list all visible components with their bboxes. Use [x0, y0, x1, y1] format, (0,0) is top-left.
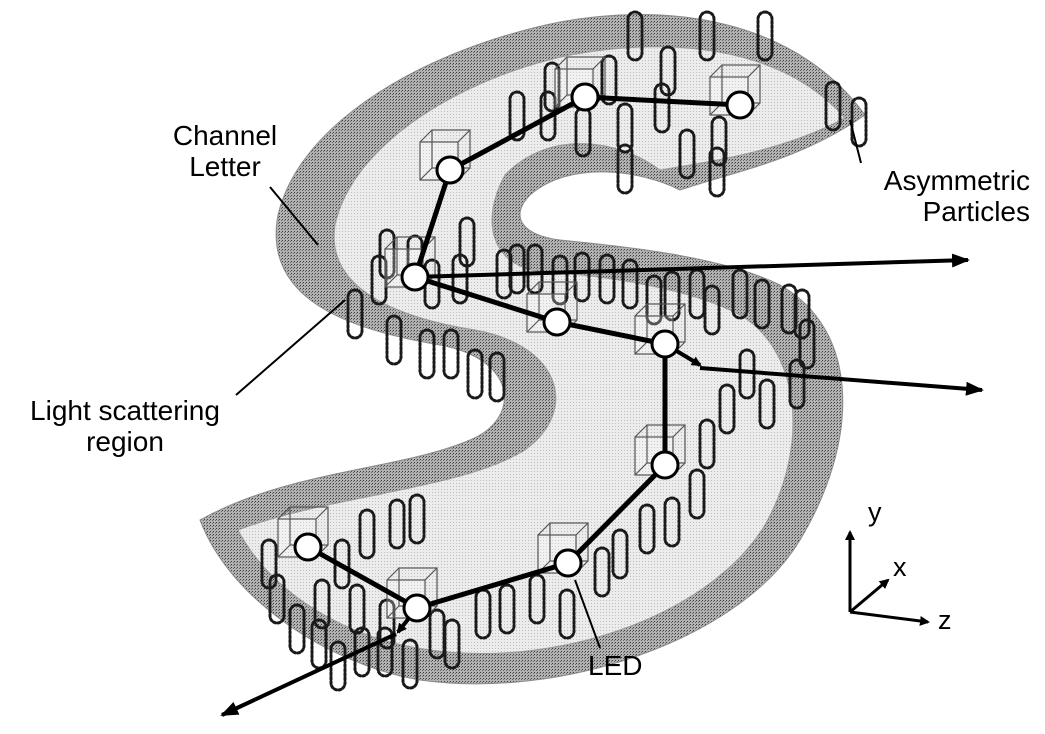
particle — [731, 268, 749, 320]
particle — [621, 258, 639, 310]
axis-label-z: z — [938, 605, 952, 635]
particle — [626, 10, 644, 62]
particle — [558, 588, 576, 640]
particle — [388, 498, 406, 550]
particle — [663, 496, 681, 548]
light-path — [306, 94, 741, 611]
particle — [708, 146, 726, 198]
particle — [348, 583, 366, 635]
particle — [346, 288, 364, 340]
particle — [313, 578, 331, 630]
particle — [376, 626, 394, 678]
emitted-ray-lower-right — [699, 366, 984, 396]
particle — [598, 253, 616, 305]
particle — [428, 608, 446, 660]
particle — [488, 351, 506, 403]
particle — [758, 378, 776, 430]
particle — [418, 328, 436, 380]
led — [570, 82, 600, 112]
label-channel-letter: Channel Letter — [150, 120, 300, 182]
particle — [451, 253, 469, 305]
particle — [573, 251, 591, 303]
emitted-ray-lower-left — [220, 632, 397, 717]
particle — [600, 54, 618, 106]
particle — [616, 143, 634, 195]
particle — [793, 288, 811, 340]
particle — [824, 80, 842, 132]
leader-led — [574, 579, 601, 649]
particle — [688, 468, 706, 520]
particle — [268, 573, 286, 625]
particle — [498, 583, 516, 635]
particle — [798, 318, 816, 370]
particle — [616, 102, 634, 154]
led — [402, 593, 432, 623]
particle — [508, 243, 526, 295]
led — [400, 262, 430, 292]
particle — [442, 328, 460, 380]
particle — [526, 243, 544, 295]
coordinate-axes — [845, 530, 930, 626]
particle — [401, 638, 419, 690]
axis-label-x: x — [893, 552, 907, 582]
led — [435, 155, 465, 185]
particle — [710, 115, 728, 167]
label-channel-letter-line2: Letter — [189, 151, 261, 182]
particle — [408, 493, 426, 545]
particle — [385, 314, 403, 366]
particle — [611, 528, 629, 580]
led — [553, 548, 583, 578]
particle — [370, 254, 388, 306]
particle — [703, 284, 721, 336]
particle — [698, 10, 716, 62]
led — [293, 532, 323, 562]
particle — [466, 348, 484, 400]
led — [650, 329, 680, 359]
particle — [551, 254, 569, 306]
emitted-ray-upper-right — [414, 253, 970, 279]
leader-light-scattering — [235, 299, 346, 396]
label-asymmetric-particles-line1: Asymmetric — [883, 165, 1030, 196]
led — [650, 450, 680, 480]
led — [542, 307, 572, 337]
particle — [508, 90, 526, 142]
particle — [663, 270, 681, 322]
particle — [543, 61, 561, 113]
label-led: LED — [588, 650, 643, 681]
particle — [698, 418, 716, 470]
particle — [638, 503, 656, 555]
asymmetric-particles — [260, 10, 868, 692]
particle — [358, 508, 376, 560]
leader-asymmetric-particles — [849, 119, 862, 164]
axis-label-y: y — [868, 497, 882, 527]
particle — [753, 278, 771, 330]
particle — [593, 546, 611, 598]
label-asymmetric-particles-line2: Particles — [922, 196, 1030, 227]
label-asymmetric-particles: Asymmetric Particles — [800, 165, 1030, 227]
label-light-scattering-region: Light scattering region — [0, 395, 250, 457]
particle — [718, 383, 736, 435]
axis-z — [849, 610, 930, 626]
label-channel-letter-line1: Channel — [172, 120, 278, 151]
particle — [645, 274, 663, 326]
particle — [788, 358, 806, 410]
particle — [678, 128, 696, 180]
particle — [850, 96, 868, 148]
particle — [528, 573, 546, 625]
label-light-scattering-line2: region — [86, 426, 164, 457]
label-light-scattering-line1: Light scattering — [30, 395, 220, 426]
axis-x — [849, 578, 890, 614]
particle — [756, 10, 774, 62]
leader-channel-letter — [269, 186, 319, 246]
particle — [653, 82, 671, 134]
particle — [288, 603, 306, 655]
led — [725, 90, 755, 120]
leds — [293, 82, 755, 623]
